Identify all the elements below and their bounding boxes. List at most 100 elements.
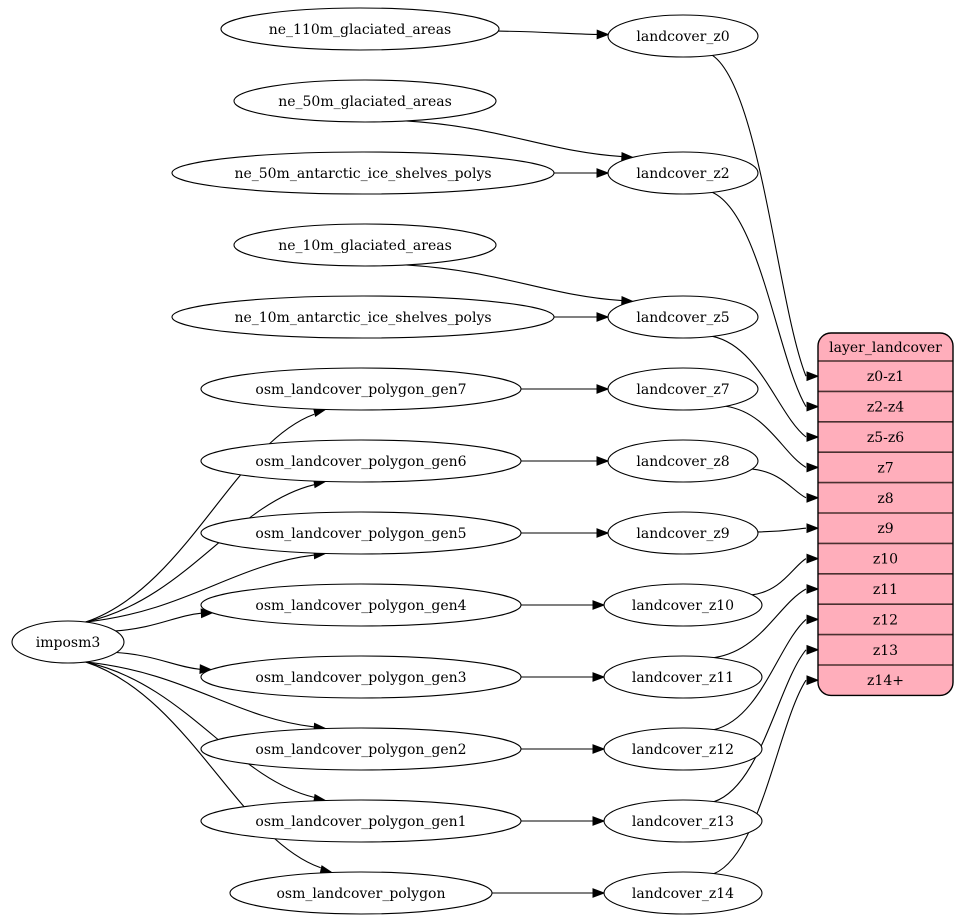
node-imposm3[interactable]: imposm3	[11, 620, 125, 664]
layer-landcover-table[interactable]: z0-z1z2-z4z5-z6z7z8z9z10z11z12z13z14+lay…	[817, 332, 954, 697]
node-shape	[603, 799, 763, 843]
edge-line	[85, 484, 315, 623]
edge-line	[85, 413, 315, 623]
arrow-head	[596, 456, 610, 466]
node-ne_10m_antarctic_ice_shelves_polys[interactable]: ne_10m_antarctic_ice_shelves_polys	[171, 295, 555, 339]
node-shape	[233, 223, 497, 267]
table-row-cell-z12[interactable]	[818, 604, 953, 635]
table-row-label: z14+	[867, 673, 904, 689]
arrow-head	[806, 553, 820, 564]
edge-line	[498, 30, 598, 36]
edge-landcover_z2-to-layer_landcover-z2-z4	[712, 191, 820, 412]
node-osm_landcover_polygon_gen5[interactable]: osm_landcover_polygon_gen5	[200, 511, 522, 555]
node-osm_landcover_polygon_gen1[interactable]: osm_landcover_polygon_gen1	[200, 799, 522, 843]
edge-osm_landcover_polygon_gen1-to-landcover_z13	[521, 816, 606, 826]
node-landcover_z7[interactable]: landcover_z7	[607, 367, 759, 411]
node-label: osm_landcover_polygon	[276, 886, 445, 902]
edge-osm_landcover_polygon_gen6-to-landcover_z8	[521, 456, 610, 466]
node-landcover_z9[interactable]: landcover_z9	[607, 511, 759, 555]
edge-osm_landcover_polygon_gen5-to-landcover_z9	[521, 528, 610, 538]
node-shape	[607, 367, 759, 411]
edge-landcover_z10-to-layer_landcover-z10	[751, 553, 820, 596]
table-row-cell-z5-z6[interactable]	[818, 421, 953, 453]
edge-ne_10m_antarctic_ice_shelves_polys-to-landcover_z5	[554, 312, 610, 322]
arrow-head	[592, 672, 606, 682]
edge-line	[85, 661, 321, 869]
node-label: ne_50m_antarctic_ice_shelves_polys	[234, 166, 491, 182]
node-label: osm_landcover_polygon_gen3	[255, 670, 466, 686]
node-shape	[229, 871, 493, 915]
node-label: osm_landcover_polygon_gen5	[255, 526, 466, 542]
node-label: landcover_z7	[636, 382, 729, 398]
arrow-head	[806, 523, 820, 534]
node-landcover_z10[interactable]: landcover_z10	[603, 583, 763, 627]
table-row-cell-z11[interactable]	[818, 573, 953, 605]
edge-landcover_z7-to-layer_landcover-z7	[725, 405, 820, 473]
node-ne_50m_antarctic_ice_shelves_polys[interactable]: ne_50m_antarctic_ice_shelves_polys	[171, 151, 555, 195]
table-row-label: z13	[873, 643, 898, 659]
edge-line	[752, 468, 807, 499]
table-row-cell-z9[interactable]	[818, 513, 953, 544]
arrow-head	[806, 644, 820, 655]
node-landcover_z13[interactable]: landcover_z13	[603, 799, 763, 843]
node-shape	[607, 439, 759, 483]
edge-landcover_z0-to-layer_landcover-z0-z1	[712, 54, 820, 382]
node-ne_50m_glaciated_areas[interactable]: ne_50m_glaciated_areas	[233, 79, 497, 123]
node-osm_landcover_polygon_gen2[interactable]: osm_landcover_polygon_gen2	[200, 727, 522, 771]
node-osm_landcover_polygon[interactable]: osm_landcover_polygon	[229, 871, 493, 915]
node-label: imposm3	[36, 635, 101, 651]
node-landcover_z14[interactable]: landcover_z14	[603, 871, 763, 915]
node-osm_landcover_polygon_gen7[interactable]: osm_landcover_polygon_gen7	[200, 367, 522, 411]
table-header-label: layer_landcover	[829, 340, 942, 356]
edge-landcover_z14-to-layer_landcover-z14+	[713, 675, 820, 875]
edge-osm_landcover_polygon_gen4-to-landcover_z10	[521, 600, 606, 610]
edge-landcover_z9-to-layer_landcover-z9	[757, 523, 820, 534]
edge-line	[713, 588, 807, 659]
node-landcover_z12[interactable]: landcover_z12	[603, 727, 763, 771]
table-row-label: z0-z1	[867, 369, 904, 385]
edge-landcover_z5-to-layer_landcover-z5-z6	[712, 335, 820, 442]
node-shape	[607, 151, 759, 195]
arrow-head	[806, 614, 820, 625]
node-osm_landcover_polygon_gen4[interactable]: osm_landcover_polygon_gen4	[200, 583, 522, 627]
edge-line	[757, 527, 807, 533]
edge-landcover_z8-to-layer_landcover-z8	[752, 468, 820, 503]
node-landcover_z8[interactable]: landcover_z8	[607, 439, 759, 483]
table-row-cell-z8[interactable]	[818, 482, 953, 513]
edge-line	[85, 554, 315, 623]
table-row-cell-z0-z1[interactable]	[818, 361, 953, 392]
arrow-head	[596, 29, 610, 40]
node-ne_110m_glaciated_areas[interactable]: ne_110m_glaciated_areas	[220, 7, 500, 51]
node-landcover_z5[interactable]: landcover_z5	[607, 295, 759, 339]
node-shape	[171, 151, 555, 195]
node-label: landcover_z0	[636, 29, 729, 45]
edge-osm_landcover_polygon_gen3-to-landcover_z11	[521, 672, 606, 682]
node-landcover_z2[interactable]: landcover_z2	[607, 151, 759, 195]
edge-osm_landcover_polygon-to-landcover_z14	[491, 888, 606, 898]
table-row-cell-z2-z4[interactable]	[818, 391, 953, 422]
node-shape	[607, 295, 759, 339]
table-row-cell-z13[interactable]	[818, 634, 953, 665]
edge-osm_landcover_polygon_gen7-to-landcover_z7	[521, 384, 610, 394]
edge-line	[712, 54, 807, 377]
edge-landcover_z11-to-layer_landcover-z11	[713, 584, 820, 659]
table-row-cell-z10[interactable]	[818, 543, 953, 574]
node-osm_landcover_polygon_gen3[interactable]: osm_landcover_polygon_gen3	[200, 655, 522, 699]
node-label: landcover_z2	[636, 166, 729, 182]
edge-line	[712, 335, 807, 438]
node-label: osm_landcover_polygon_gen7	[255, 382, 466, 398]
node-label: ne_10m_antarctic_ice_shelves_polys	[234, 310, 491, 326]
node-landcover_z0[interactable]: landcover_z0	[607, 14, 759, 58]
node-landcover_z11[interactable]: landcover_z11	[603, 655, 763, 699]
node-shape	[603, 583, 763, 627]
table-row-label: z11	[873, 582, 898, 598]
table-row-cell-z7[interactable]	[818, 452, 953, 483]
arrow-head	[596, 312, 610, 322]
table-row-cell-z14+[interactable]	[818, 665, 953, 696]
table-row-label: z5-z6	[867, 430, 904, 446]
node-label: ne_50m_glaciated_areas	[278, 94, 452, 110]
node-ne_10m_glaciated_areas[interactable]: ne_10m_glaciated_areas	[233, 223, 497, 267]
arrow-head	[806, 371, 820, 382]
node-osm_landcover_polygon_gen6[interactable]: osm_landcover_polygon_gen6	[200, 439, 522, 483]
